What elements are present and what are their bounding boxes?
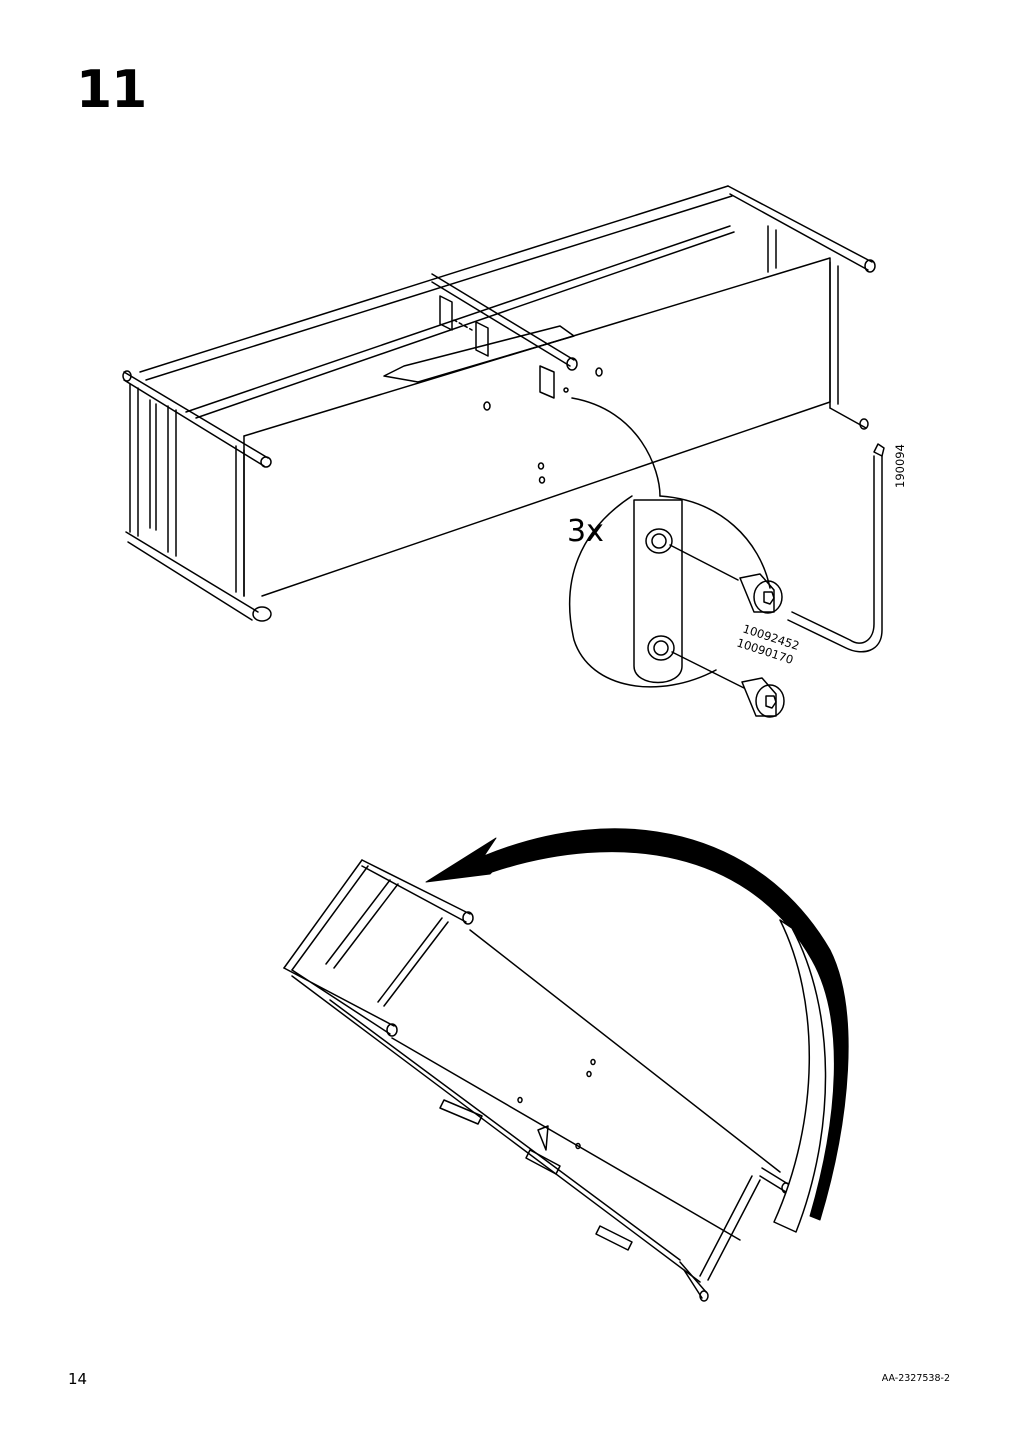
tool-part-number: 190094 xyxy=(893,444,907,488)
page-number: 14 xyxy=(68,1370,88,1388)
rotation-arrow-icon xyxy=(425,828,849,1221)
detail-callout xyxy=(568,397,785,718)
hex-key-icon xyxy=(787,443,885,653)
step-number: 11 xyxy=(76,60,147,120)
frame-rotated-view xyxy=(283,859,791,1302)
frame-top-view xyxy=(122,185,876,622)
rotation-arrow-tail xyxy=(773,919,827,1233)
document-code: AA-2327538-2 xyxy=(881,1373,950,1384)
quantity-label: 3x xyxy=(567,514,604,549)
